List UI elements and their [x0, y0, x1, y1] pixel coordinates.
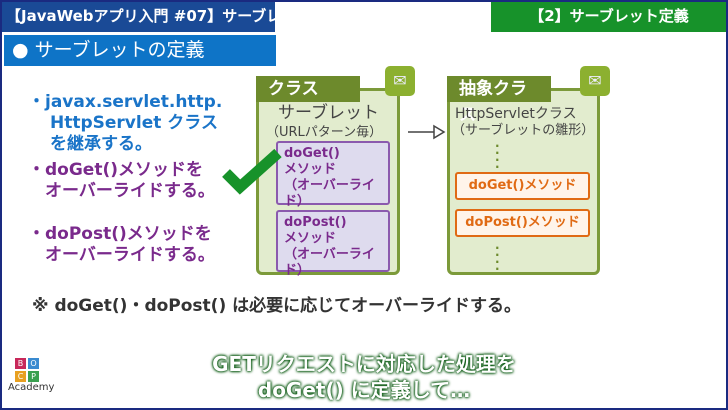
- class-tab: クラス: [256, 76, 360, 102]
- abstract-doget-method: doGet()メソッド: [455, 172, 590, 200]
- bullet-dopost: ・doPost()メソッドをオーバーライドする。: [28, 224, 215, 265]
- logo-letter: C: [15, 371, 26, 382]
- dopost-method-box: doPost()メソッド（オーバーライド）: [276, 210, 390, 278]
- subtitle-line-2: doGet() に定義して…: [257, 378, 471, 402]
- ellipsis-icon: ····: [495, 241, 500, 276]
- abstract-dopost-method: doPost()メソッド: [455, 209, 590, 237]
- subtitle-line-1: GETリクエストに対応した処理を: [212, 352, 516, 376]
- class-title: サーブレット: [278, 103, 379, 123]
- series-title: 【JavaWebアプリ入門 #07】サーブレット: [1, 1, 311, 32]
- abstract-class-tab: 抽象クラス: [447, 76, 551, 125]
- ellipsis-icon: ····: [495, 139, 500, 174]
- abstract-class-title: HttpServletクラス: [455, 106, 577, 122]
- class-subtitle: （URLパターン毎）: [266, 125, 383, 140]
- doget-method-box: doGet()メソッド（オーバーライド）: [276, 141, 390, 209]
- checkmark-icon: [222, 148, 282, 195]
- override-note: ※ doGet()・doPost() は必要に応じてオーバーライドする。: [32, 296, 521, 316]
- logo-text: Academy: [8, 382, 55, 393]
- logo-letter: O: [28, 358, 39, 369]
- scroll-icon: ✉: [385, 66, 415, 96]
- inherit-arrow-icon: [408, 124, 446, 140]
- bullet-inherit: ・javax.servlet.http.HttpServlet クラスを継承する…: [28, 92, 223, 154]
- section-heading: ● サーブレットの定義: [4, 35, 276, 66]
- logo-letter: B: [15, 358, 26, 369]
- logo-letter: P: [28, 371, 39, 382]
- abstract-class-subtitle: （サーブレットの雛形）: [452, 123, 595, 138]
- scroll-icon: ✉: [580, 66, 610, 96]
- section-badge: 【2】サーブレット定義: [491, 1, 727, 32]
- bullet-doget: ・doGet()メソッドをオーバーライドする。: [28, 160, 215, 201]
